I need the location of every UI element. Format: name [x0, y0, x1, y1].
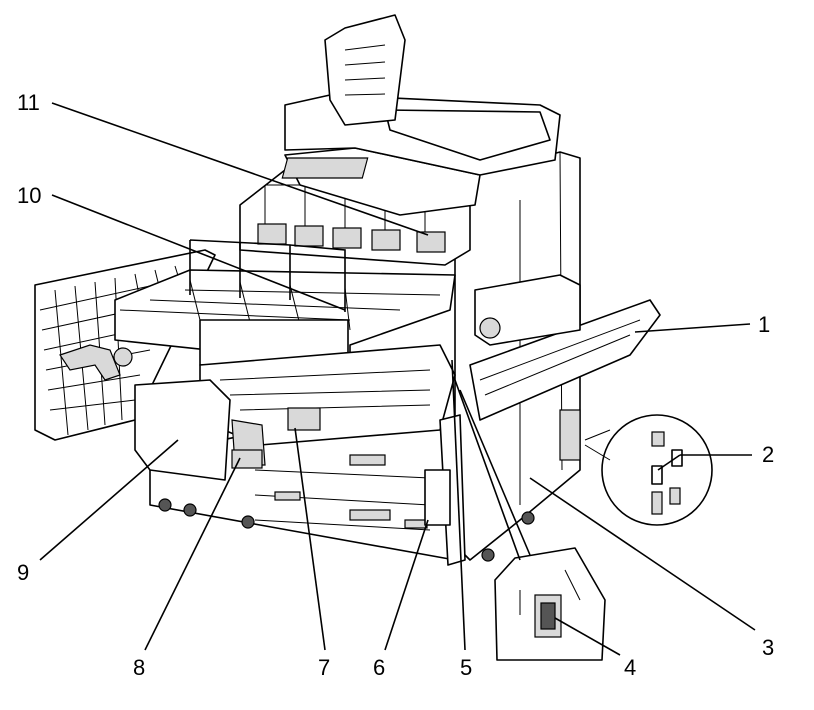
callout-1: 1 — [758, 312, 770, 337]
printer-illustration — [34, 14, 661, 566]
door-knob — [113, 347, 133, 367]
leader-7 — [294, 427, 326, 651]
finisher-knob — [479, 317, 501, 339]
leader-10 — [51, 194, 346, 311]
touch-screen — [281, 157, 369, 179]
callout-3: 3 — [762, 635, 774, 660]
callout-9: 9 — [17, 560, 29, 585]
output-tray-detail — [479, 319, 641, 396]
transfer-belt-detail — [219, 369, 431, 411]
inset-port-upper — [651, 431, 665, 447]
document-feeder-tray — [384, 109, 551, 161]
left-side-unit — [134, 379, 231, 481]
toner-cartridge-3 — [332, 227, 362, 249]
rear-port-panel — [559, 409, 581, 461]
leader-2-b — [657, 454, 681, 471]
callout-2: 2 — [762, 442, 774, 467]
toner-cartridge-1 — [257, 223, 287, 245]
leader-lines — [39, 102, 756, 656]
door-latch — [59, 344, 121, 381]
callout-8: 8 — [133, 655, 145, 680]
caster-2 — [183, 503, 197, 517]
leader-8 — [144, 457, 241, 651]
tray-handle-2 — [349, 509, 391, 521]
callout-6: 6 — [373, 655, 385, 680]
callout-4: 4 — [624, 655, 636, 680]
leader-11 — [51, 102, 429, 236]
feeder-cover-open — [324, 14, 406, 126]
inset-ports — [584, 414, 713, 526]
tray-handle-3 — [274, 491, 301, 501]
inset-switch-rocker — [540, 602, 556, 630]
callout-7: 7 — [318, 655, 330, 680]
inset-ports-connector — [584, 429, 611, 461]
leader-4 — [554, 617, 621, 656]
leader-1 — [634, 323, 751, 333]
leader-3 — [529, 477, 756, 631]
callout-10: 10 — [17, 183, 41, 208]
leader-4-c — [459, 389, 531, 556]
side-finisher-block — [474, 274, 581, 346]
toner-cartridge-5 — [416, 231, 446, 253]
waste-toner-handle — [231, 449, 263, 469]
tray-handle-1 — [349, 454, 386, 466]
leader-6 — [384, 519, 429, 651]
drum-cartridges — [119, 279, 441, 331]
toner-cartridges — [257, 223, 446, 253]
leader-4-b — [454, 379, 521, 561]
caster-4 — [481, 548, 495, 562]
inset-port-lower — [651, 491, 663, 515]
caster-3 — [241, 515, 255, 529]
leader-10-bracket — [189, 239, 346, 312]
callout-numbers: 1 2 3 4 5 6 7 8 9 10 11 — [17, 90, 774, 680]
feeder-cover-detail — [344, 44, 386, 96]
inset-power-switch — [494, 547, 606, 661]
inset-switch-detail — [519, 569, 581, 615]
leader-5 — [451, 359, 466, 651]
toner-cartridge-2 — [294, 225, 324, 247]
caster-1 — [158, 498, 172, 512]
cover-6 — [424, 469, 451, 526]
callout-5: 5 — [460, 655, 472, 680]
transfer-lever — [287, 407, 321, 431]
leader-9 — [39, 439, 179, 561]
tray-handle-4 — [404, 519, 428, 529]
callout-11: 11 — [17, 90, 40, 115]
caster-5 — [521, 511, 535, 525]
inset-port-lower-2 — [669, 487, 681, 505]
toner-cartridge-4 — [371, 229, 401, 251]
inset-port-usb-2 — [651, 465, 663, 485]
